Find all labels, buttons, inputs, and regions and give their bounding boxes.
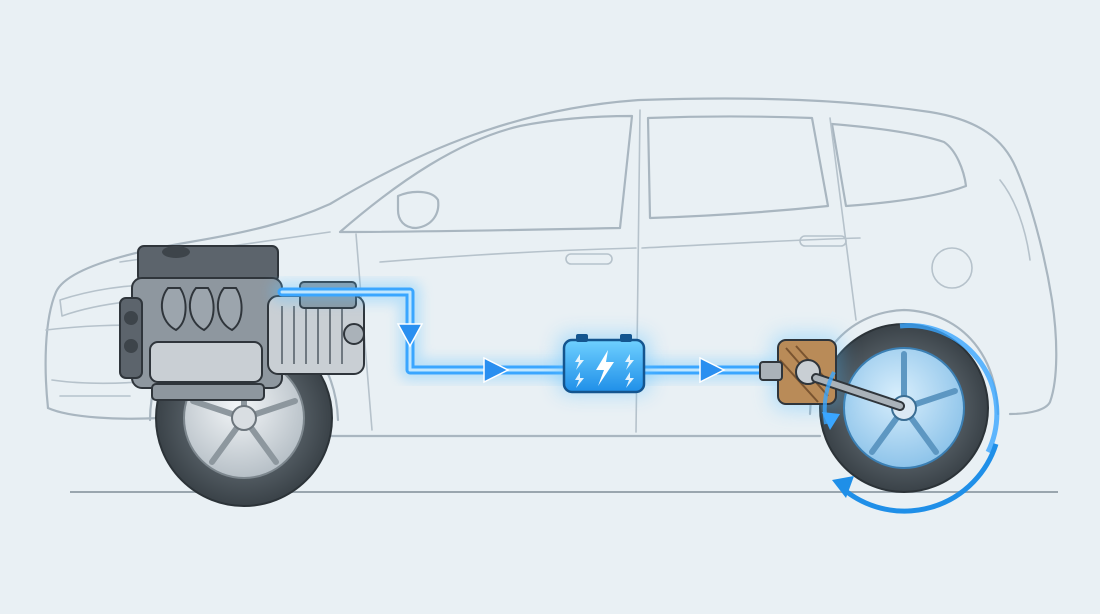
lightning-icon: [575, 350, 634, 388]
flow-arrow-right: [483, 356, 510, 384]
rotation-arrow-icon: [822, 323, 1000, 514]
flow-arrow-right: [699, 356, 726, 384]
engine-icon: [119, 245, 283, 401]
battery-icon: [558, 334, 650, 394]
flow-arrow-down: [396, 323, 424, 348]
